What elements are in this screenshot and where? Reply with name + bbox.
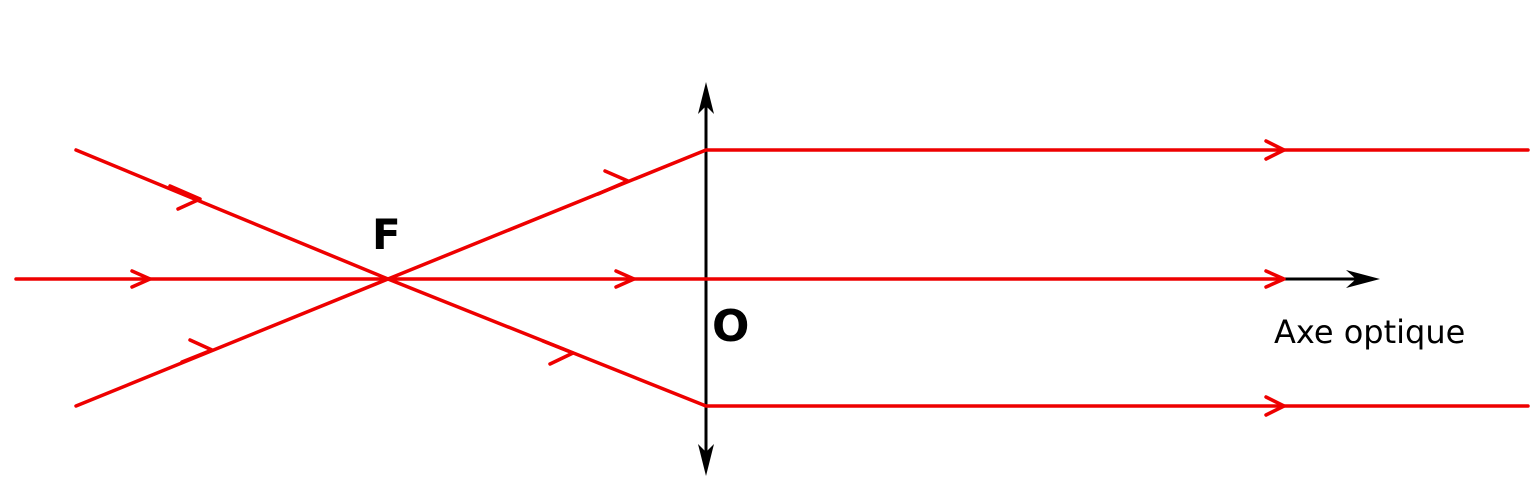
ray-arrow <box>180 338 214 364</box>
optical-axis-arrowhead <box>1346 270 1380 288</box>
ray-lower-incident <box>74 148 1530 408</box>
ray-arrow <box>1264 139 1286 161</box>
lens-bottom-arrowhead <box>698 444 714 476</box>
optical-center-label: O <box>712 301 749 352</box>
ray-arrow <box>168 184 202 211</box>
ray-arrow <box>614 269 636 289</box>
light-rays <box>14 139 1530 417</box>
lens-top-arrowhead <box>698 82 714 114</box>
ray-arrow <box>1264 269 1286 289</box>
ray-arrow <box>541 339 575 366</box>
ray-arrow <box>130 269 152 289</box>
ray-arrow <box>1264 395 1286 417</box>
ray-arrow <box>596 169 630 196</box>
focal-point-label: F <box>372 210 401 259</box>
optical-axis-label: Axe optique <box>1274 313 1465 351</box>
